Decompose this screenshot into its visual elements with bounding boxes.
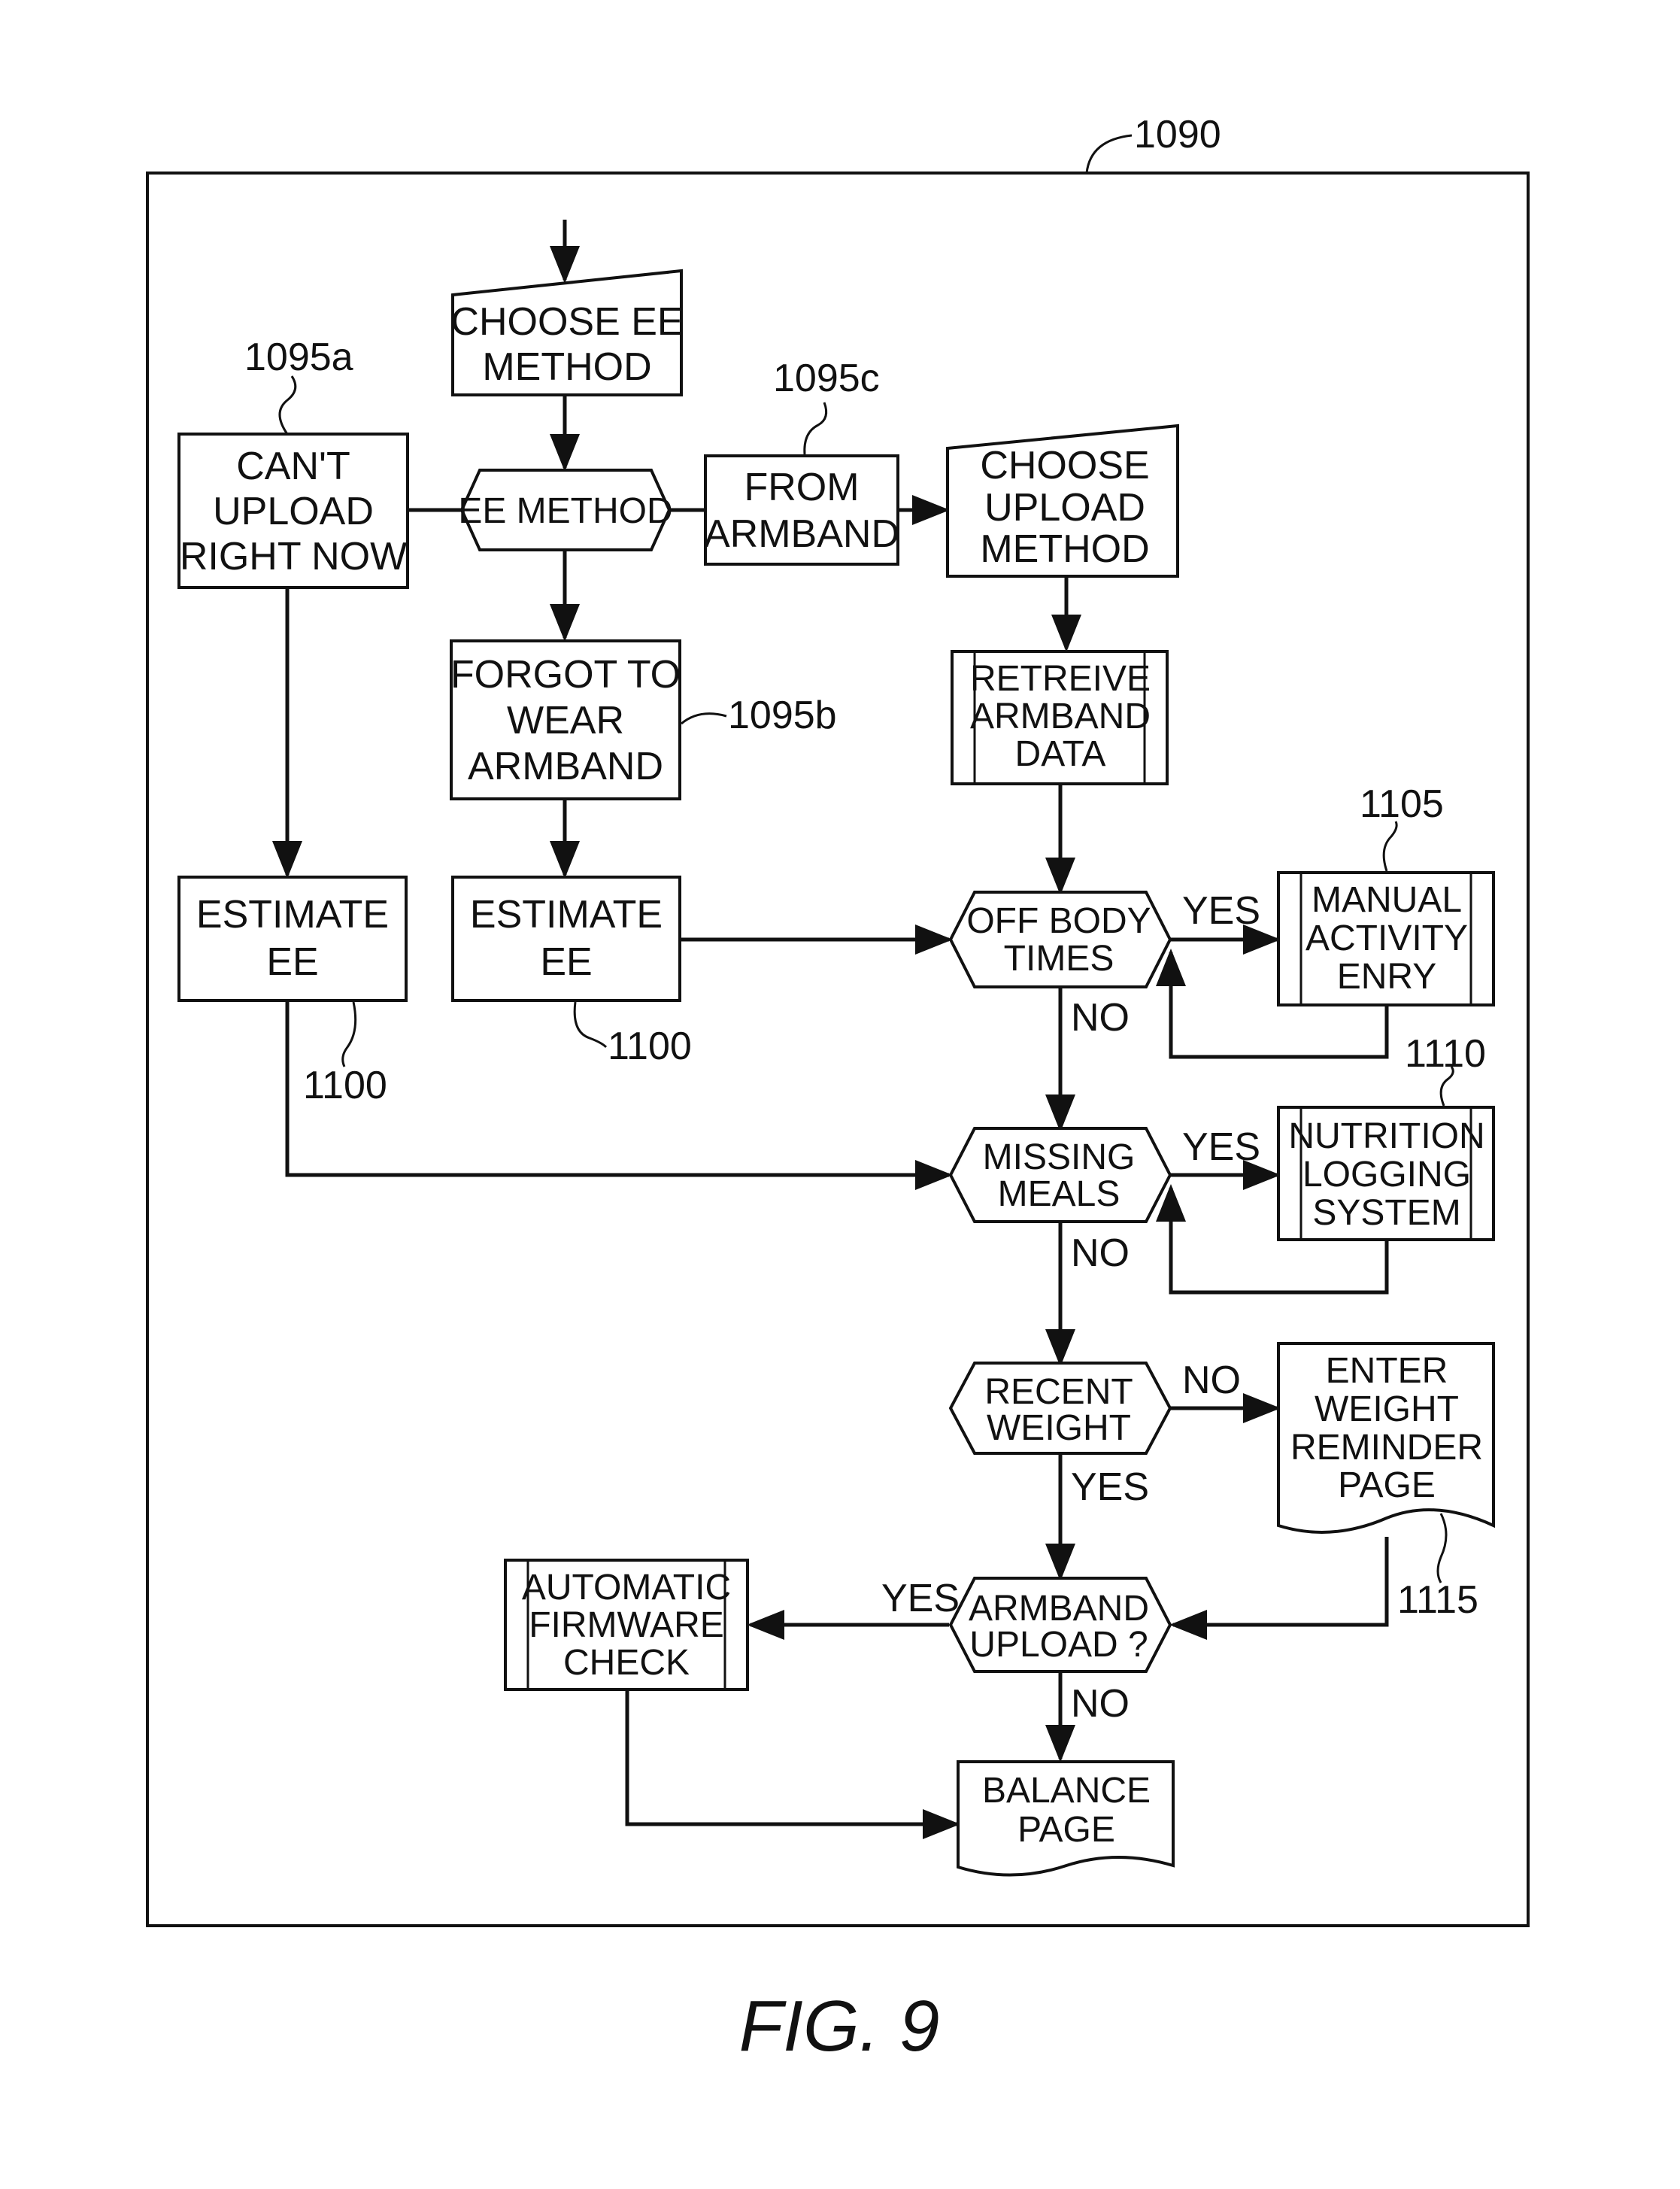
ref-1095c: 1095c	[773, 357, 880, 400]
svg-text:ARMBAND: ARMBAND	[704, 512, 899, 556]
ref-1115-leader	[1438, 1513, 1446, 1583]
svg-text:ARMBAND: ARMBAND	[468, 745, 663, 788]
svg-text:ARMBAND: ARMBAND	[969, 1589, 1149, 1629]
svg-text:FROM: FROM	[744, 466, 859, 509]
node-manual-activity-entry: MANUAL ACTIVITY ENRY	[1278, 873, 1494, 1005]
node-off-body-times: OFF BODY TIMES	[951, 892, 1170, 987]
svg-text:ESTIMATE: ESTIMATE	[196, 893, 389, 937]
svg-text:REMINDER: REMINDER	[1290, 1428, 1483, 1468]
node-balance-page: BALANCE PAGE	[958, 1762, 1173, 1875]
svg-text:EE: EE	[540, 940, 592, 984]
ref-1100-mid: 1100	[608, 1025, 692, 1068]
ref-1095a: 1095a	[244, 335, 353, 379]
svg-text:BALANCE: BALANCE	[982, 1771, 1151, 1811]
node-armband-upload: ARMBAND UPLOAD ?	[951, 1578, 1170, 1671]
label-upload-yes: YES	[881, 1577, 960, 1620]
svg-text:FORGOT TO: FORGOT TO	[450, 653, 681, 697]
node-nutrition-logging: NUTRITION LOGGING SYSTEM	[1278, 1107, 1494, 1240]
ref-1115: 1115	[1397, 1578, 1478, 1622]
node-choose-upload-method: CHOOSE UPLOAD METHOD	[948, 426, 1178, 576]
svg-text:MISSING: MISSING	[983, 1137, 1136, 1177]
svg-text:UPLOAD: UPLOAD	[984, 486, 1145, 530]
svg-text:ENTER: ENTER	[1326, 1351, 1448, 1391]
svg-text:NUTRITION: NUTRITION	[1288, 1116, 1484, 1156]
svg-text:OFF BODY: OFF BODY	[966, 901, 1151, 941]
ref-1105-leader	[1384, 821, 1396, 871]
svg-text:RECENT: RECENT	[984, 1372, 1133, 1412]
svg-text:WEAR: WEAR	[507, 699, 624, 742]
node-estimate-ee-left: ESTIMATE EE	[179, 877, 406, 1000]
svg-text:DATA: DATA	[1015, 734, 1106, 774]
svg-text:PAGE: PAGE	[1338, 1465, 1436, 1505]
node-retreive-armband-data: RETREIVE ARMBAND DATA	[952, 651, 1167, 784]
label-meals-no: NO	[1071, 1231, 1130, 1275]
ref-1095c-leader	[805, 402, 826, 454]
node-ee-method: EE METHOD	[458, 470, 672, 550]
node-from-armband: FROM ARMBAND	[704, 456, 899, 564]
svg-text:CAN'T: CAN'T	[236, 445, 350, 488]
node-enter-weight-reminder: ENTER WEIGHT REMINDER PAGE	[1278, 1343, 1494, 1532]
svg-text:UPLOAD: UPLOAD	[213, 490, 374, 533]
svg-text:MANUAL: MANUAL	[1312, 880, 1462, 920]
svg-text:RIGHT NOW: RIGHT NOW	[180, 535, 407, 578]
svg-text:MEALS: MEALS	[998, 1174, 1121, 1214]
svg-text:UPLOAD ?: UPLOAD ?	[969, 1625, 1148, 1665]
ref-1095b-leader	[681, 714, 726, 724]
node-estimate-ee-mid: ESTIMATE EE	[453, 877, 680, 1000]
ref-1100-mid-leader	[575, 1002, 606, 1047]
svg-text:RETREIVE: RETREIVE	[970, 659, 1151, 699]
svg-text:FIRMWARE: FIRMWARE	[529, 1605, 724, 1645]
ref-1090-leader	[1087, 135, 1132, 173]
edge-firmware-to-balance	[627, 1690, 957, 1824]
svg-text:EE METHOD: EE METHOD	[458, 491, 672, 531]
svg-text:METHOD: METHOD	[482, 345, 651, 389]
node-cant-upload: CAN'T UPLOAD RIGHT NOW	[179, 434, 408, 587]
svg-text:PAGE: PAGE	[1017, 1810, 1115, 1850]
svg-text:WEIGHT: WEIGHT	[987, 1408, 1131, 1448]
svg-text:CHOOSE EE: CHOOSE EE	[450, 300, 683, 344]
label-weight-no: NO	[1182, 1359, 1241, 1402]
node-missing-meals: MISSING MEALS	[951, 1128, 1170, 1222]
ref-1095b: 1095b	[728, 694, 837, 737]
svg-text:METHOD: METHOD	[980, 527, 1149, 571]
label-offbody-yes: YES	[1182, 889, 1260, 933]
label-upload-no: NO	[1071, 1682, 1130, 1726]
node-choose-ee-method: CHOOSE EE METHOD	[450, 271, 683, 395]
label-meals-yes: YES	[1182, 1125, 1260, 1169]
svg-text:CHECK: CHECK	[563, 1643, 690, 1683]
svg-text:EE: EE	[266, 940, 318, 984]
ref-1095a-leader	[280, 376, 296, 434]
ref-1110: 1110	[1405, 1032, 1486, 1076]
svg-text:ARMBAND: ARMBAND	[970, 697, 1151, 736]
ref-1090: 1090	[1134, 113, 1221, 156]
svg-text:ESTIMATE: ESTIMATE	[470, 893, 663, 937]
ref-1100-left: 1100	[303, 1064, 387, 1107]
svg-text:TIMES: TIMES	[1004, 939, 1114, 979]
svg-text:SYSTEM: SYSTEM	[1312, 1193, 1460, 1233]
node-forgot-armband: FORGOT TO WEAR ARMBAND	[450, 641, 681, 799]
svg-text:ACTIVITY: ACTIVITY	[1305, 918, 1468, 958]
edge-enter-to-upload	[1173, 1537, 1387, 1625]
label-weight-yes: YES	[1071, 1465, 1149, 1509]
ref-1100-left-leader	[343, 1002, 356, 1067]
svg-text:WEIGHT: WEIGHT	[1315, 1389, 1459, 1429]
svg-text:CHOOSE: CHOOSE	[980, 444, 1149, 487]
figure-caption: FIG. 9	[739, 1986, 940, 2066]
svg-text:ENRY: ENRY	[1337, 957, 1437, 997]
svg-text:LOGGING: LOGGING	[1302, 1155, 1471, 1195]
label-offbody-no: NO	[1071, 996, 1130, 1040]
node-recent-weight: RECENT WEIGHT	[951, 1363, 1170, 1453]
node-automatic-firmware-check: AUTOMATIC FIRMWARE CHECK	[505, 1560, 748, 1690]
svg-text:AUTOMATIC: AUTOMATIC	[522, 1568, 731, 1608]
ref-1105: 1105	[1360, 782, 1444, 826]
